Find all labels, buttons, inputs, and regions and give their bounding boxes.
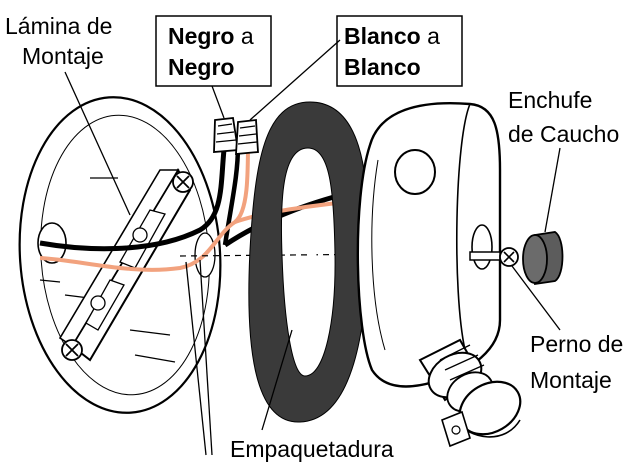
fixture-housing bbox=[356, 102, 502, 388]
white-to-white-line2: Blanco bbox=[344, 54, 421, 80]
rubber-plug-line1: Enchufe bbox=[508, 87, 592, 113]
label-rubber-plug: Enchufe de Caucho bbox=[508, 87, 619, 147]
wire-nut-white bbox=[235, 119, 259, 155]
label-mounting-plate: Lámina de Montaje bbox=[5, 13, 112, 69]
white-to-white-line1: Blanco a bbox=[344, 23, 440, 49]
label-gasket: Empaquetadura bbox=[230, 436, 394, 462]
gasket bbox=[248, 101, 369, 423]
callout-white-to-white: Blanco a Blanco bbox=[336, 15, 463, 87]
mounting-plate-line1: Lámina de bbox=[5, 13, 112, 39]
wire-nut-black bbox=[213, 117, 240, 153]
mounting-bolt-line2: Montaje bbox=[530, 367, 612, 393]
lamp-socket bbox=[418, 338, 522, 448]
leader-lines bbox=[64, 39, 561, 456]
strap-screw-bottom bbox=[61, 339, 83, 361]
strap-screw-top bbox=[172, 171, 194, 193]
black-to-black-line2: Negro bbox=[168, 54, 234, 80]
mounting-bolt-line1: Perno de bbox=[530, 331, 623, 357]
mounting-bolt bbox=[469, 247, 519, 267]
rubber-plug bbox=[522, 231, 564, 286]
callout-black-to-black: Negro a Negro bbox=[155, 15, 272, 87]
rubber-plug-line2: de Caucho bbox=[508, 121, 619, 147]
mounting-plate-line2: Montaje bbox=[22, 43, 104, 69]
center-axis-line bbox=[179, 253, 401, 257]
label-mounting-bolt: Perno de Montaje bbox=[530, 331, 623, 393]
black-to-black-line1: Negro a bbox=[168, 23, 254, 49]
